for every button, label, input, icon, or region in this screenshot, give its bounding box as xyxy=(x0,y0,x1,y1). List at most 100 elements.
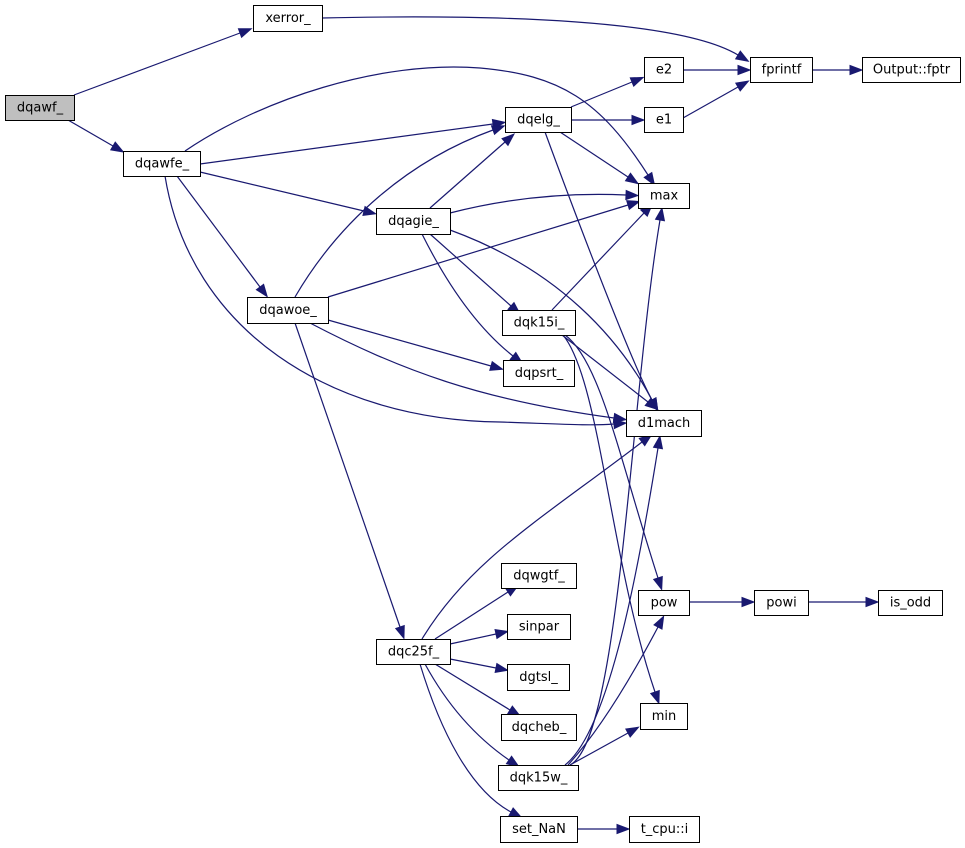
node-label: Output::fptr xyxy=(873,63,951,78)
node-box[interactable] xyxy=(498,765,579,791)
node-e2[interactable]: e2 xyxy=(644,57,684,83)
edge-line xyxy=(551,212,645,311)
node-label: pow xyxy=(651,596,678,611)
arrowhead-icon xyxy=(255,283,269,298)
node-box[interactable] xyxy=(878,590,943,616)
node-box[interactable] xyxy=(629,816,700,843)
node-dqelg[interactable]: dqelg_ xyxy=(505,107,572,133)
node-is_odd[interactable]: is_odd xyxy=(878,590,943,616)
arrowhead-icon xyxy=(865,596,880,608)
node-d1mach[interactable]: d1mach xyxy=(626,410,702,437)
arrowhead-icon xyxy=(616,823,631,835)
node-box[interactable] xyxy=(626,410,702,437)
edge-xerror-to-fprintf xyxy=(321,16,750,62)
node-dgtsl[interactable]: dgtsl_ xyxy=(507,664,570,691)
edge-line xyxy=(434,591,509,640)
edge-dqagie-to-max xyxy=(449,189,640,214)
edge-line xyxy=(294,322,401,628)
node-fprintf[interactable]: fprintf xyxy=(750,57,813,83)
node-box[interactable] xyxy=(253,5,323,32)
edge-dqc25f-to-sinpar xyxy=(449,629,510,645)
node-dqawoe[interactable]: dqawoe_ xyxy=(247,297,329,324)
node-e1[interactable]: e1 xyxy=(644,107,684,133)
node-box[interactable] xyxy=(503,360,575,387)
node-box[interactable] xyxy=(507,614,571,640)
node-box[interactable] xyxy=(501,563,577,589)
edge-fprintf-to-fptr xyxy=(812,64,864,76)
edge-dqawfe-to-max xyxy=(184,66,656,187)
node-label: max xyxy=(650,189,679,204)
node-box[interactable] xyxy=(640,703,688,730)
arrowhead-icon xyxy=(494,629,510,640)
node-label: t_cpu::i xyxy=(641,822,689,837)
node-box[interactable] xyxy=(123,151,201,177)
edge-dqagie-to-dqpsrt xyxy=(421,233,524,365)
edge-line xyxy=(564,334,659,579)
node-sinpar[interactable]: sinpar xyxy=(507,614,571,640)
arrowhead-icon xyxy=(625,189,640,201)
node-dqc25f[interactable]: dqc25f_ xyxy=(376,639,451,665)
node-box[interactable] xyxy=(500,816,578,843)
node-dqk15i[interactable]: dqk15i_ xyxy=(502,310,576,336)
edge-line xyxy=(327,204,629,298)
edge-dqelg-to-e2 xyxy=(570,76,645,108)
edge-dqawf-to-dqawfe xyxy=(67,119,125,153)
node-box[interactable] xyxy=(507,664,570,691)
node-box[interactable] xyxy=(247,297,329,324)
node-dqagie[interactable]: dqagie_ xyxy=(376,208,451,235)
edge-line xyxy=(569,219,661,766)
node-label: dqc25f_ xyxy=(388,645,440,660)
arrowhead-icon xyxy=(735,80,750,92)
edge-line xyxy=(562,334,656,693)
edge-dqelg-to-e1 xyxy=(571,114,646,126)
node-box[interactable] xyxy=(862,57,961,83)
arrowhead-icon xyxy=(652,434,664,450)
node-dqawf[interactable]: dqawf_ xyxy=(5,95,75,121)
node-box[interactable] xyxy=(376,639,451,665)
edge-line xyxy=(564,447,659,766)
node-box[interactable] xyxy=(5,95,75,121)
edge-line xyxy=(434,663,511,711)
node-tcpu[interactable]: t_cpu::i xyxy=(629,816,700,843)
node-box[interactable] xyxy=(644,57,684,83)
node-label: dqk15w_ xyxy=(510,771,568,786)
node-fptr[interactable]: Output::fptr xyxy=(862,57,961,83)
edge-dqc25f-to-dgtsl xyxy=(449,658,510,674)
node-box[interactable] xyxy=(501,714,577,741)
node-pow[interactable]: pow xyxy=(638,590,690,616)
edge-dqawoe-to-dqelg xyxy=(294,125,506,298)
node-dqwgtf[interactable]: dqwgtf_ xyxy=(501,563,577,589)
node-xerror[interactable]: xerror_ xyxy=(253,5,323,32)
node-box[interactable] xyxy=(638,590,690,616)
edge-powi-to-is_odd xyxy=(808,596,880,608)
arrowhead-icon xyxy=(237,28,253,39)
arrowhead-icon xyxy=(501,133,516,147)
node-set_nan[interactable]: set_NaN xyxy=(500,816,578,843)
node-max[interactable]: max xyxy=(638,183,690,209)
node-box[interactable] xyxy=(505,107,572,133)
node-powi[interactable]: powi xyxy=(754,590,809,616)
node-label: is_odd xyxy=(890,596,931,611)
edge-dqk15i-to-min xyxy=(562,334,660,705)
node-box[interactable] xyxy=(750,57,813,83)
node-dqk15w[interactable]: dqk15w_ xyxy=(498,765,579,791)
node-box[interactable] xyxy=(644,107,684,133)
edge-line xyxy=(327,319,492,367)
node-box[interactable] xyxy=(754,590,809,616)
edge-line xyxy=(184,66,649,176)
edge-line xyxy=(321,16,739,56)
arrowhead-icon xyxy=(654,206,666,222)
node-box[interactable] xyxy=(502,310,576,336)
arrowhead-icon xyxy=(652,575,663,591)
node-box[interactable] xyxy=(376,208,451,235)
node-box[interactable] xyxy=(638,183,690,209)
node-dqawfe[interactable]: dqawfe_ xyxy=(123,151,201,177)
node-dqpsrt[interactable]: dqpsrt_ xyxy=(503,360,575,387)
node-label: powi xyxy=(766,596,796,611)
edge-line xyxy=(559,131,629,178)
arrowhead-icon xyxy=(629,76,645,88)
edge-dqawoe-to-d1mach xyxy=(309,322,628,424)
node-dqcheb[interactable]: dqcheb_ xyxy=(501,714,577,741)
node-min[interactable]: min xyxy=(640,703,688,730)
